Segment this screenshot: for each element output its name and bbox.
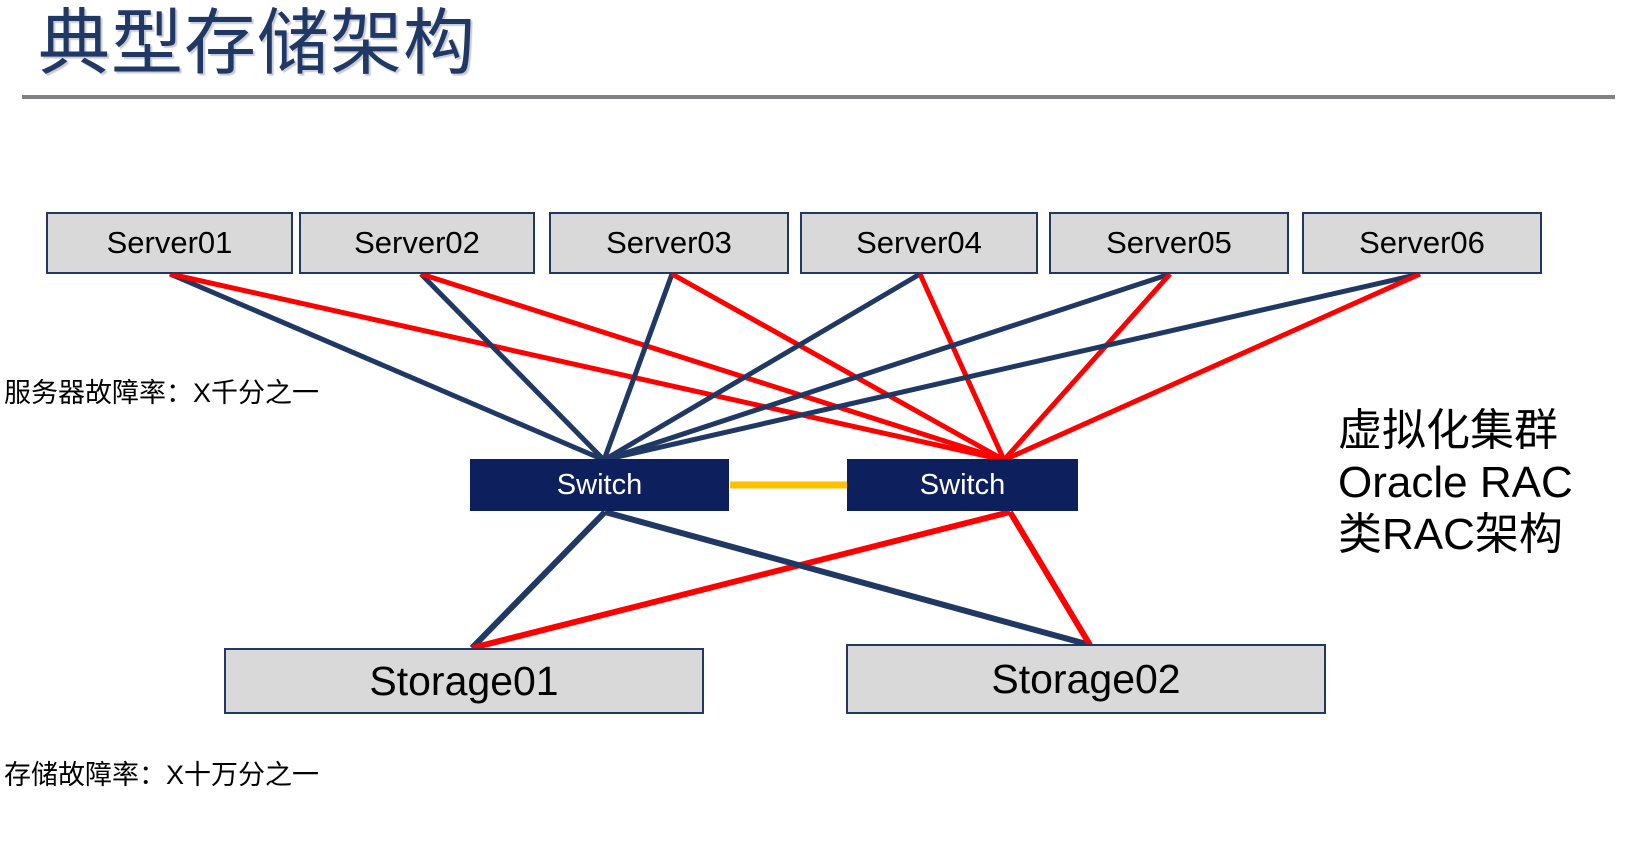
node-server01[interactable]: Server01 [46,212,293,274]
node-switch-right[interactable]: Switch [847,459,1078,511]
node-server03[interactable]: Server03 [549,212,789,274]
node-label: Storage01 [369,657,559,704]
link-switch-left-storage1 [469,509,608,651]
link-server4-switch-right [917,272,1007,462]
cluster-note-line-1: 虚拟化集群 [1338,406,1558,455]
node-label: Storage02 [991,655,1181,702]
node-server02[interactable]: Server02 [299,212,535,274]
link-server6-switch-left [603,271,1421,463]
link-server3-switch-right [670,271,1006,463]
cluster-note-line-3: 类RAC架构 [1338,510,1563,559]
cluster-note-line-2: Oracle RAC [1338,458,1573,507]
link-server1-switch-left [169,271,605,463]
node-label: Server04 [856,225,982,260]
page-title: 典型存储架构 [38,4,477,84]
storage-failure-rate-note: 存储故障率：X十万分之一 [4,760,320,790]
node-label: Server06 [1359,225,1485,260]
link-server5-switch-right [1002,272,1172,462]
node-label: Server01 [106,225,233,260]
link-switch-right-storage2 [1007,510,1093,647]
node-label: Server02 [354,225,480,260]
cluster-note: 虚拟化集群 Oracle RAC 类RAC架构 [1338,405,1573,561]
node-label: Switch [919,468,1006,501]
link-server1-switch-right [169,271,1005,463]
node-server05[interactable]: Server05 [1049,212,1289,274]
server-failure-rate-note: 服务器故障率：X千分之一 [4,378,320,408]
node-label: Switch [556,468,643,501]
link-switch-right-storage1 [471,509,1011,651]
node-label: Server05 [1106,225,1232,260]
link-server5-switch-left [603,271,1171,463]
node-switch-left[interactable]: Switch [470,459,729,511]
link-server4-switch-left [602,271,922,463]
link-server2-switch-left [419,272,606,462]
link-server2-switch-right [420,271,1005,463]
node-storage02[interactable]: Storage02 [846,644,1326,714]
title-divider [22,95,1615,99]
node-server06[interactable]: Server06 [1302,212,1542,274]
link-server3-switch-left [601,273,675,461]
link-switch-left-storage2 [604,509,1091,648]
node-label: Server03 [606,225,732,260]
node-server04[interactable]: Server04 [800,212,1038,274]
node-storage01[interactable]: Storage01 [224,648,704,714]
